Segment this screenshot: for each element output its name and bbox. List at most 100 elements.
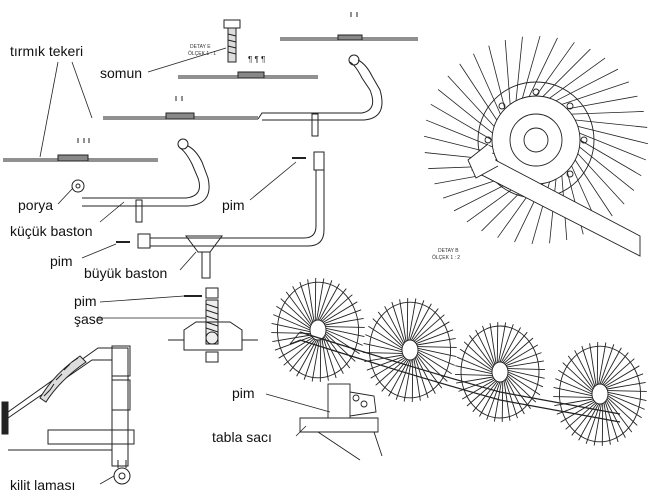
wheel-tine <box>507 369 545 379</box>
wheel-tine <box>417 349 455 366</box>
rake-disc-top <box>280 12 418 41</box>
label-kucuk-baston: küçük baston <box>10 223 93 239</box>
wheel-tine <box>589 343 597 386</box>
detail-b-title: DETAY B <box>438 248 459 254</box>
wheel-tine <box>581 345 596 387</box>
wheel-tine <box>496 322 499 363</box>
wheel-tine <box>417 353 448 382</box>
wheel-tine <box>606 382 646 390</box>
wheel-tine <box>415 329 454 344</box>
wheel-tine <box>388 359 410 397</box>
tine <box>459 63 498 121</box>
wheel-tine <box>413 314 445 342</box>
wheel-tine <box>461 379 496 400</box>
label-porya: porya <box>18 197 53 213</box>
wheel-tine <box>322 301 358 323</box>
wheel-tine <box>554 398 594 406</box>
small-shaft-upper <box>257 54 383 137</box>
wheel-tine <box>604 365 640 387</box>
wheel-tine <box>292 286 313 324</box>
rake-wheel <box>455 322 545 422</box>
wheel-tine <box>455 374 493 376</box>
wheel-tine <box>410 303 432 341</box>
assembled-rake <box>271 278 647 461</box>
wheel-tine <box>456 376 494 384</box>
wheel-tine <box>482 325 496 365</box>
exploded-view: ¶ ¶ ¶ <box>3 12 418 363</box>
tine <box>522 35 541 99</box>
wheel-tine <box>456 356 493 373</box>
svg-text:¶ ¶ ¶: ¶ ¶ ¶ <box>248 55 265 64</box>
tine <box>571 111 644 115</box>
label-tabla-saci: tabla sacı <box>212 429 272 445</box>
wheel-tine <box>505 378 525 415</box>
wheel-tine <box>320 288 347 321</box>
wheel-tine <box>500 327 521 363</box>
wheel-tine <box>506 360 544 368</box>
wheel-tine <box>322 337 337 379</box>
tine <box>473 53 501 115</box>
wheel-tine <box>325 333 356 362</box>
wheel-tine <box>472 381 498 413</box>
wheel-rim <box>460 325 540 419</box>
rake-wheel <box>271 278 365 382</box>
detail-e-scale: ÖLÇEK 1 : 1 <box>188 50 216 57</box>
tine <box>515 36 523 101</box>
wheel-tine <box>503 337 534 364</box>
tine <box>579 146 635 191</box>
wheel-tine <box>381 359 408 392</box>
label-tirmik-tekeri: tırmık tekeri <box>10 43 83 59</box>
wheel-tine <box>605 400 626 438</box>
wheel-tine <box>365 334 403 351</box>
wheel-tine <box>486 381 501 420</box>
wheel-tine <box>605 373 644 388</box>
wheel-tine <box>274 336 313 351</box>
wheel-tine <box>507 368 545 370</box>
wheel-tine <box>504 379 518 419</box>
wheel-tine <box>607 397 638 426</box>
rake-disc-third <box>103 96 258 120</box>
tine <box>488 45 506 109</box>
wheel-tine <box>598 342 607 385</box>
wheel-tine <box>416 338 456 346</box>
wheel-tine <box>507 371 544 388</box>
wheel-tine <box>414 321 450 343</box>
wheel-tine <box>372 318 403 347</box>
wheel-tine <box>607 391 647 401</box>
wheel-tine <box>384 306 405 344</box>
wheel-tine <box>459 348 493 371</box>
wheel-tine <box>567 355 594 390</box>
wheel-tine <box>368 325 403 349</box>
wheel-tine <box>562 362 593 391</box>
tine <box>549 57 606 99</box>
tine <box>542 48 591 97</box>
leader-lines <box>39 47 331 485</box>
tine <box>437 89 493 134</box>
wheel-tine <box>417 346 457 348</box>
wheel-rim <box>558 345 642 443</box>
wheel-tine <box>604 401 619 443</box>
rake-disc-second: ¶ ¶ ¶ <box>178 55 318 79</box>
tine <box>447 75 495 127</box>
wheel-tine <box>501 381 504 422</box>
label-sase: şase <box>74 311 104 327</box>
wheel-tine <box>463 341 493 369</box>
tine <box>577 126 649 145</box>
bolt-somun <box>223 19 241 63</box>
wheel-tine <box>363 343 403 353</box>
wheel-tine <box>412 308 439 341</box>
wheel-tine <box>607 393 645 410</box>
label-pim-4: pim <box>232 385 255 401</box>
wheel-tine <box>325 331 360 355</box>
wheel-tine <box>307 279 315 322</box>
label-somun: somun <box>100 65 142 81</box>
wheel-tine <box>560 401 596 423</box>
detail-b-scale: ÖLÇEK 1 : 2 <box>432 254 460 261</box>
wheel-tine <box>556 400 595 415</box>
wheel-tine <box>391 301 406 343</box>
wheel-tine <box>325 329 363 346</box>
wheel-hub <box>401 339 419 361</box>
large-shaft <box>137 151 325 279</box>
wheel-tine <box>278 337 314 359</box>
wheel-tine <box>321 294 353 322</box>
